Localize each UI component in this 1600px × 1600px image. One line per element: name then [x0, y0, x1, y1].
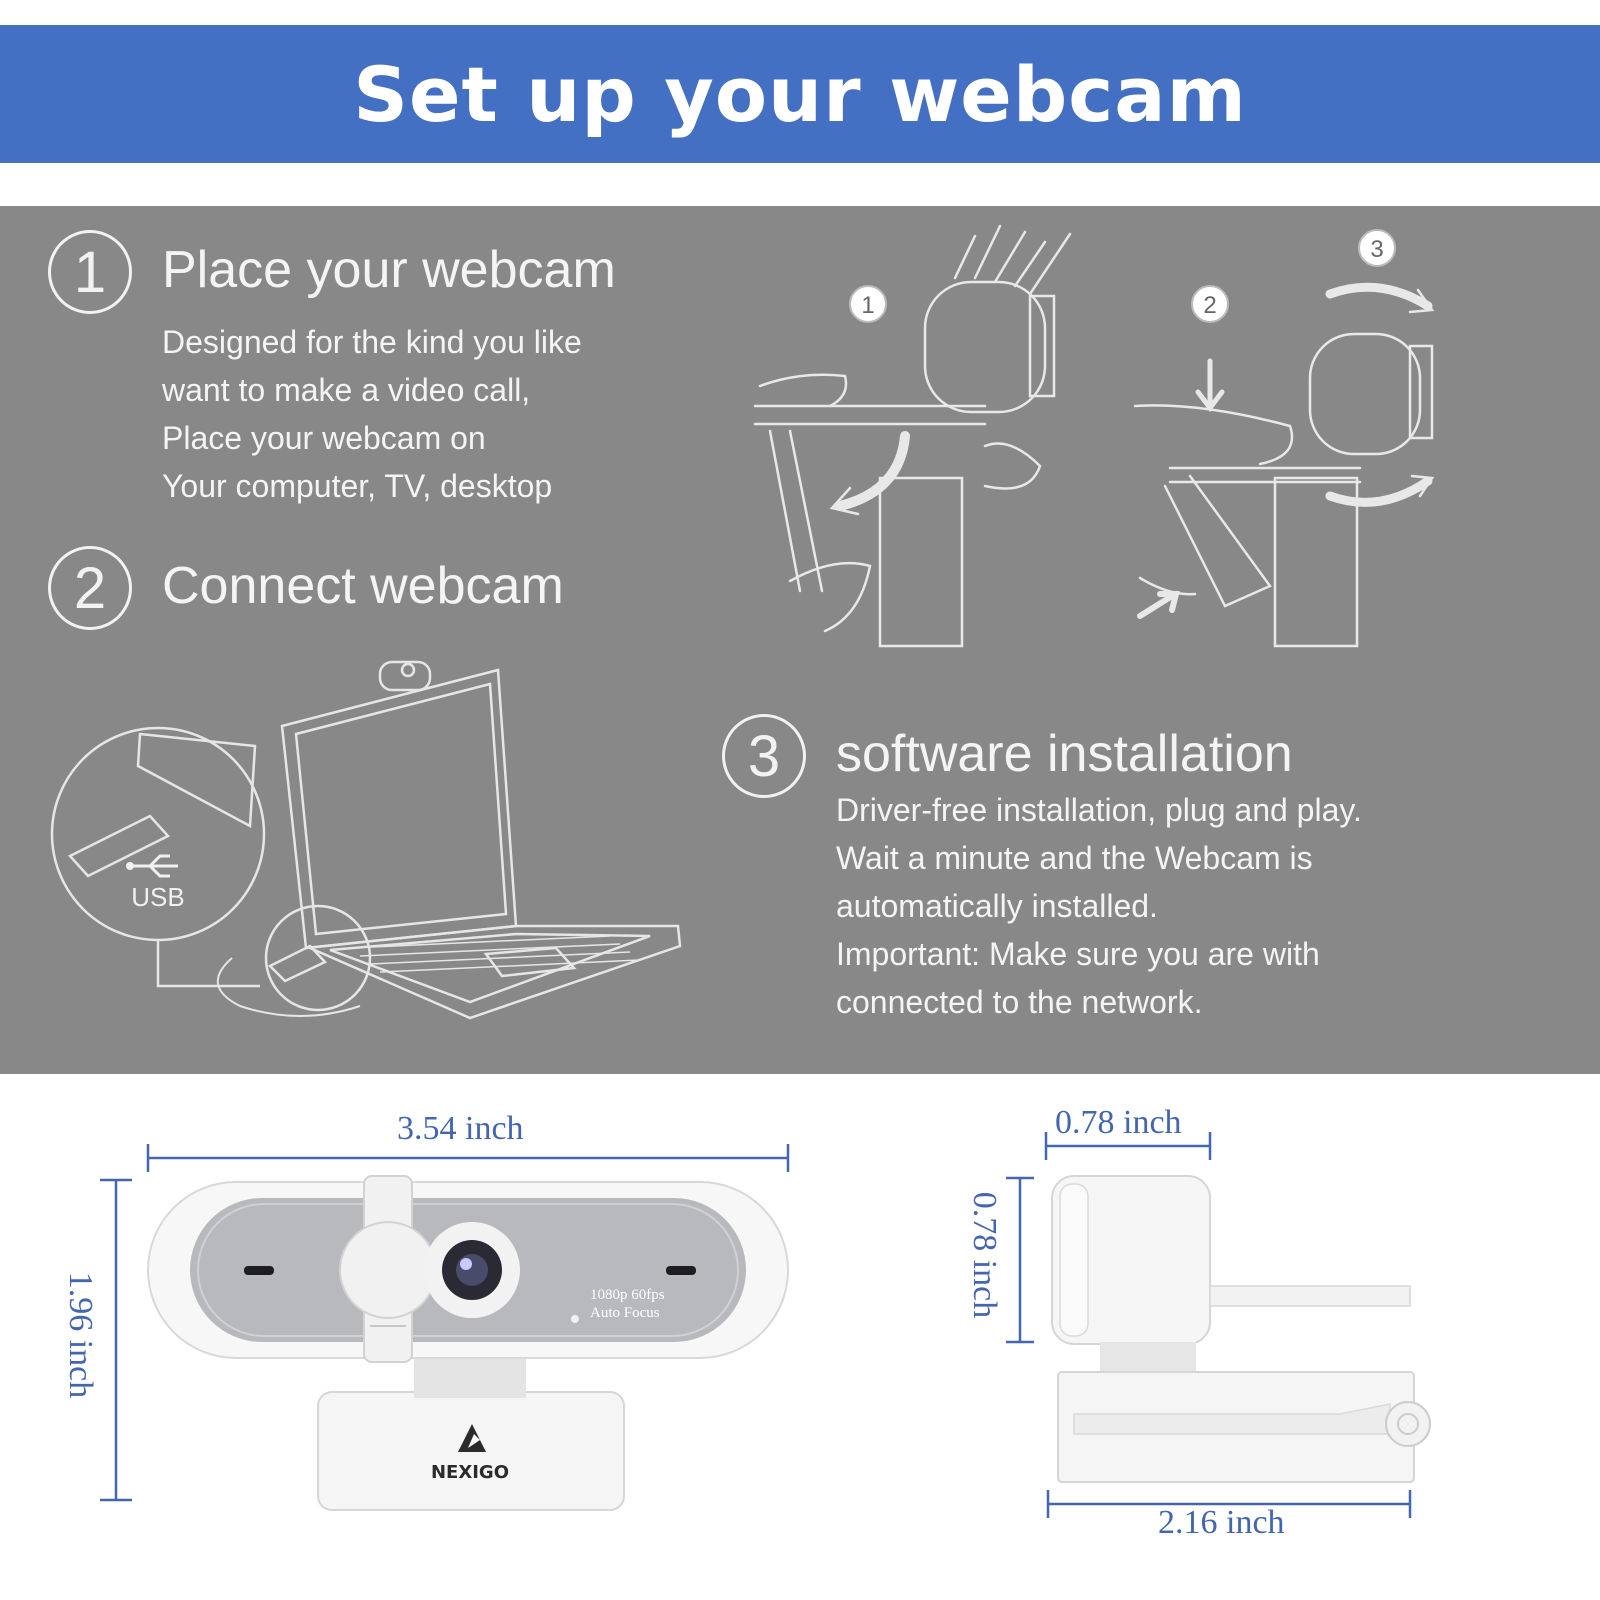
mount-badge-3 — [1358, 229, 1396, 267]
front-width-line — [146, 1144, 790, 1172]
mount-badge-2 — [1191, 285, 1229, 323]
front-height-label: 1.96 inch — [62, 1271, 99, 1399]
front-height-line — [100, 1178, 132, 1502]
side-height-line — [1006, 1176, 1034, 1344]
step-3-line: Driver-free installation, plug and play. — [836, 792, 1362, 828]
step-3-line: Wait a minute and the Webcam is — [836, 840, 1313, 876]
step-1-number: 1 — [48, 230, 132, 314]
mount-camera-right — [1133, 282, 1435, 648]
side-height-label: 0.78 inch — [966, 1191, 1003, 1319]
laptop-illustration — [50, 660, 682, 1020]
instruction-panel: 1 Place your webcam Designed for the kin… — [0, 206, 1600, 1074]
side-width-label: 2.16 inch — [1158, 1504, 1285, 1541]
brand-logo-text: NEXIGO — [431, 1462, 509, 1483]
mount-badge-3-label: 3 — [1370, 236, 1383, 263]
mount-badge-2-label: 2 — [1203, 292, 1216, 319]
step-1-line: want to make a video call, — [162, 372, 531, 408]
lens-spec-line-1: 1080p 60fps — [590, 1287, 665, 1303]
mount-camera-left — [753, 224, 1072, 648]
webcam-side-view — [1051, 1175, 1431, 1483]
nexigo-logo-icon — [458, 1424, 486, 1452]
step-3-line: Important: Make sure you are with — [836, 936, 1320, 972]
step-1-line: Place your webcam on — [162, 420, 486, 456]
side-width-line — [1046, 1490, 1412, 1518]
mic-right — [666, 1266, 696, 1275]
step-2-title: Connect webcam — [162, 557, 564, 615]
usb-label: USB — [131, 882, 184, 912]
step-3-line: automatically installed. — [836, 888, 1158, 924]
mount-badge-1-label: 1 — [861, 292, 874, 319]
step-1-title: Place your webcam — [162, 241, 616, 299]
mounting-illustration: 1 2 3 USB — [50, 224, 1435, 1020]
step-3-line: connected to the network. — [836, 984, 1203, 1020]
cable-zoom — [264, 904, 372, 1012]
side-depth-label: 0.78 inch — [1055, 1104, 1182, 1141]
side-depth-line — [1044, 1132, 1212, 1160]
mount-badge-1 — [849, 285, 887, 323]
product-dimensions: 1080p 60fps Auto Focus NEXIGO — [100, 1132, 1431, 1518]
webcam-front-view: 1080p 60fps Auto Focus NEXIGO — [147, 1175, 789, 1511]
step-1-line: Your computer, TV, desktop — [162, 468, 553, 504]
front-width-label: 3.54 inch — [397, 1110, 524, 1147]
lens-spec-line-2: Auto Focus — [590, 1305, 660, 1321]
page-title: Set up your webcam — [353, 49, 1247, 139]
step-1-description: Designed for the kind you like want to m… — [162, 318, 582, 510]
step-3-title: software installation — [836, 725, 1293, 783]
step-3-description: Driver-free installation, plug and play.… — [836, 786, 1362, 1026]
mic-left — [244, 1266, 274, 1275]
header-banner: Set up your webcam — [0, 25, 1600, 163]
step-1-line: Designed for the kind you like — [162, 324, 582, 360]
laptop-webcam — [378, 660, 432, 692]
step-2-number: 2 — [48, 546, 132, 630]
step-3-number: 3 — [722, 714, 806, 798]
status-led — [571, 1315, 579, 1323]
usb-icon — [126, 854, 178, 878]
